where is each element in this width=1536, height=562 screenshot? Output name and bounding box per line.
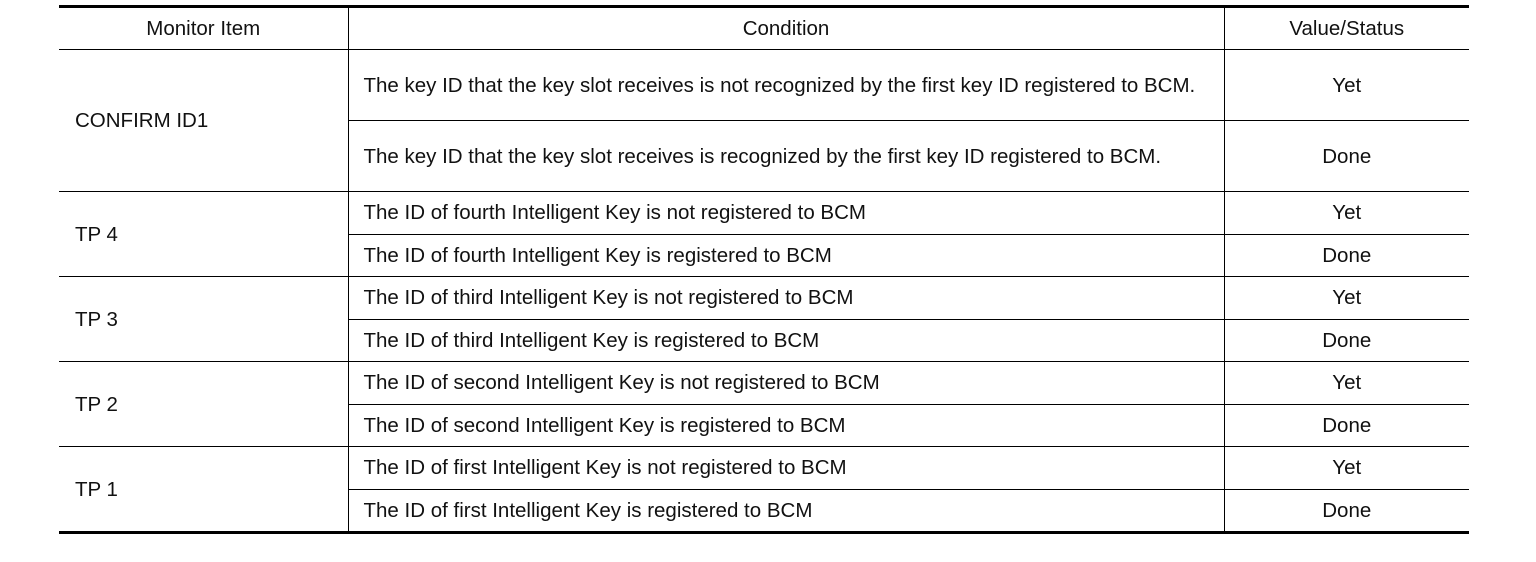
table-body: CONFIRM ID1 The key ID that the key slot… xyxy=(59,49,1469,534)
table-header: Monitor Item Condition Value/Status xyxy=(59,5,1469,50)
header-condition: Condition xyxy=(347,5,1224,50)
table-row: TP 2 The ID of second Intelligent Key is… xyxy=(59,361,1469,447)
table-row: The key ID that the key slot receives is… xyxy=(59,120,1469,192)
table-row: CONFIRM ID1 The key ID that the key slot… xyxy=(59,49,1469,192)
header-monitor-item: Monitor Item xyxy=(59,5,348,50)
table-row: The ID of fourth Intelligent Key is regi… xyxy=(59,234,1469,277)
value-status-cell: Yet xyxy=(1223,191,1469,235)
value-status-cell: Yet xyxy=(1223,49,1469,121)
monitor-item-cell: TP 1 xyxy=(59,446,348,534)
condition-cell: The ID of third Intelligent Key is regis… xyxy=(347,319,1224,362)
value-status-cell: Done xyxy=(1223,489,1469,534)
monitor-item-table: Monitor Item Condition Value/Status CONF… xyxy=(59,5,1469,534)
table-row: The ID of first Intelligent Key is regis… xyxy=(59,489,1469,534)
condition-cell: The ID of second Intelligent Key is not … xyxy=(347,361,1224,405)
value-status-cell: Yet xyxy=(1223,361,1469,405)
table-row: TP 1 The ID of first Intelligent Key is … xyxy=(59,446,1469,534)
monitor-item-cell: CONFIRM ID1 xyxy=(59,49,348,192)
monitor-item-cell: TP 2 xyxy=(59,361,348,447)
condition-cell: The key ID that the key slot receives is… xyxy=(347,120,1224,192)
condition-cell: The ID of first Intelligent Key is regis… xyxy=(347,489,1224,534)
header-value-status: Value/Status xyxy=(1223,5,1469,50)
monitor-item-cell: TP 3 xyxy=(59,276,348,362)
value-status-cell: Done xyxy=(1223,120,1469,192)
value-status-cell: Yet xyxy=(1223,446,1469,490)
monitor-item-cell: TP 4 xyxy=(59,191,348,277)
value-status-cell: Done xyxy=(1223,404,1469,447)
condition-cell: The ID of fourth Intelligent Key is regi… xyxy=(347,234,1224,277)
condition-cell: The ID of third Intelligent Key is not r… xyxy=(347,276,1224,320)
table-row: The ID of third Intelligent Key is regis… xyxy=(59,319,1469,362)
table-row: TP 4 The ID of fourth Intelligent Key is… xyxy=(59,191,1469,277)
condition-cell: The key ID that the key slot receives is… xyxy=(347,49,1224,121)
condition-cell: The ID of fourth Intelligent Key is not … xyxy=(347,191,1224,235)
table-row: The ID of second Intelligent Key is regi… xyxy=(59,404,1469,447)
value-status-cell: Yet xyxy=(1223,276,1469,320)
condition-cell: The ID of first Intelligent Key is not r… xyxy=(347,446,1224,490)
header-row: Monitor Item Condition Value/Status xyxy=(59,5,1469,50)
value-status-cell: Done xyxy=(1223,319,1469,362)
table-row: TP 3 The ID of third Intelligent Key is … xyxy=(59,276,1469,362)
condition-cell: The ID of second Intelligent Key is regi… xyxy=(347,404,1224,447)
value-status-cell: Done xyxy=(1223,234,1469,277)
